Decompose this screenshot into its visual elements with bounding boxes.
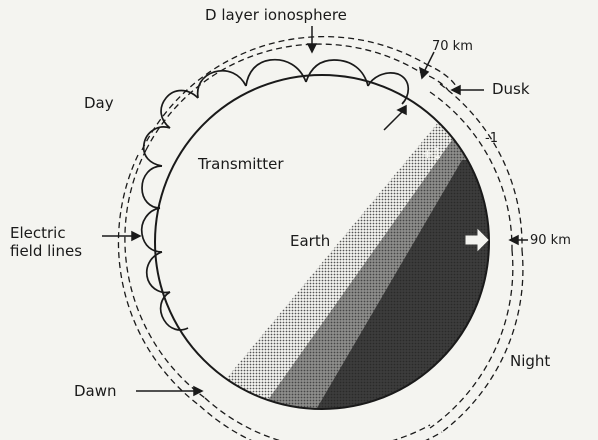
- d-layer-label: D layer ionosphere: [205, 6, 347, 24]
- dawn-label: Dawn: [74, 382, 117, 400]
- altitude-70km-label: 70 km: [432, 38, 473, 56]
- earth-label: Earth: [290, 232, 330, 250]
- electric-field-label: Electric field lines: [10, 224, 82, 260]
- night-label: Night: [510, 352, 550, 370]
- dusk-label: Dusk: [492, 80, 530, 98]
- minus-one-label: -1: [485, 130, 498, 148]
- day-label: Day: [84, 94, 114, 112]
- altitude-90km-label: 90 km: [530, 232, 571, 250]
- plus-one-label: +1: [422, 146, 441, 164]
- transmitter-label: Transmitter: [198, 155, 284, 173]
